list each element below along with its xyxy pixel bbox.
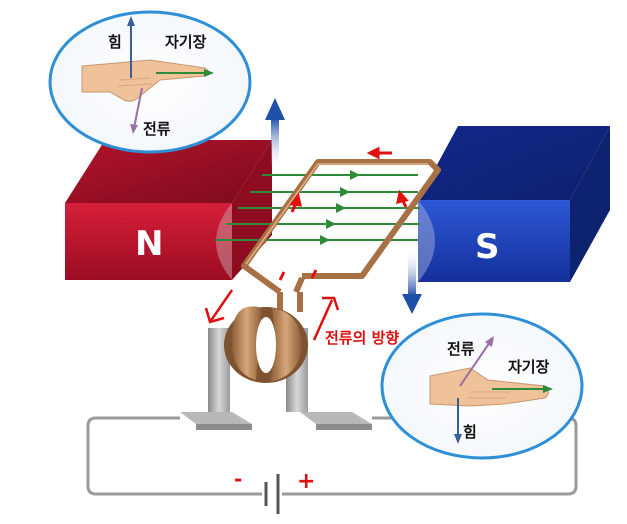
top-hand-bubble: 힘 자기장 전류 xyxy=(48,10,252,154)
minus-terminal-label: - xyxy=(234,467,242,491)
bottom-current-label: 전류 xyxy=(447,340,475,358)
south-label: S xyxy=(475,227,500,267)
top-field-label: 자기장 xyxy=(165,33,207,51)
north-magnet: N xyxy=(65,140,272,280)
bottom-hand-bubble: 전류 자기장 힘 xyxy=(380,312,584,460)
top-current-label: 전류 xyxy=(143,120,171,138)
south-magnet: S xyxy=(418,126,610,282)
force-arrow-down xyxy=(402,248,422,314)
top-force-label: 힘 xyxy=(108,33,122,51)
bottom-field-label: 자기장 xyxy=(508,358,550,376)
bottom-force-label: 힘 xyxy=(463,423,477,441)
coil-highlight xyxy=(245,163,428,265)
rotating-coil xyxy=(241,159,441,312)
north-label: N xyxy=(135,224,163,264)
field-arrowheads xyxy=(320,170,360,245)
battery-icon xyxy=(264,474,280,514)
current-direction-label: 전류의 방향 xyxy=(325,329,399,347)
force-arrow-up xyxy=(265,98,285,170)
plus-terminal-label: + xyxy=(297,469,315,494)
commutator xyxy=(224,306,308,383)
coil-current-arrows xyxy=(278,146,409,281)
left-hand-icon-bottom xyxy=(429,367,549,407)
left-hand-icon xyxy=(81,59,209,102)
commutator-current-arrows xyxy=(204,289,340,341)
